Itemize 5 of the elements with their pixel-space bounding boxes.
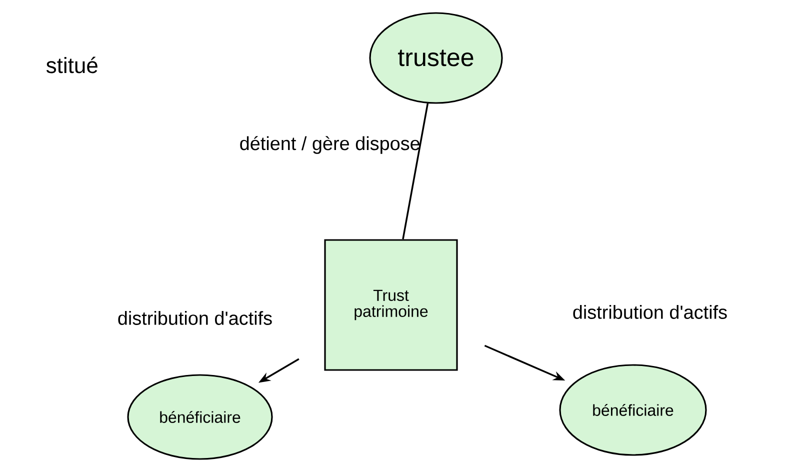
edge-label: distribution d'actifs <box>118 311 272 325</box>
cut-text: stitué <box>46 56 98 74</box>
trust-box: Trust patrimoine <box>324 239 458 371</box>
edge-label: distribution d'actifs <box>573 305 727 319</box>
edge-label: détient / gère dispose <box>240 136 420 154</box>
